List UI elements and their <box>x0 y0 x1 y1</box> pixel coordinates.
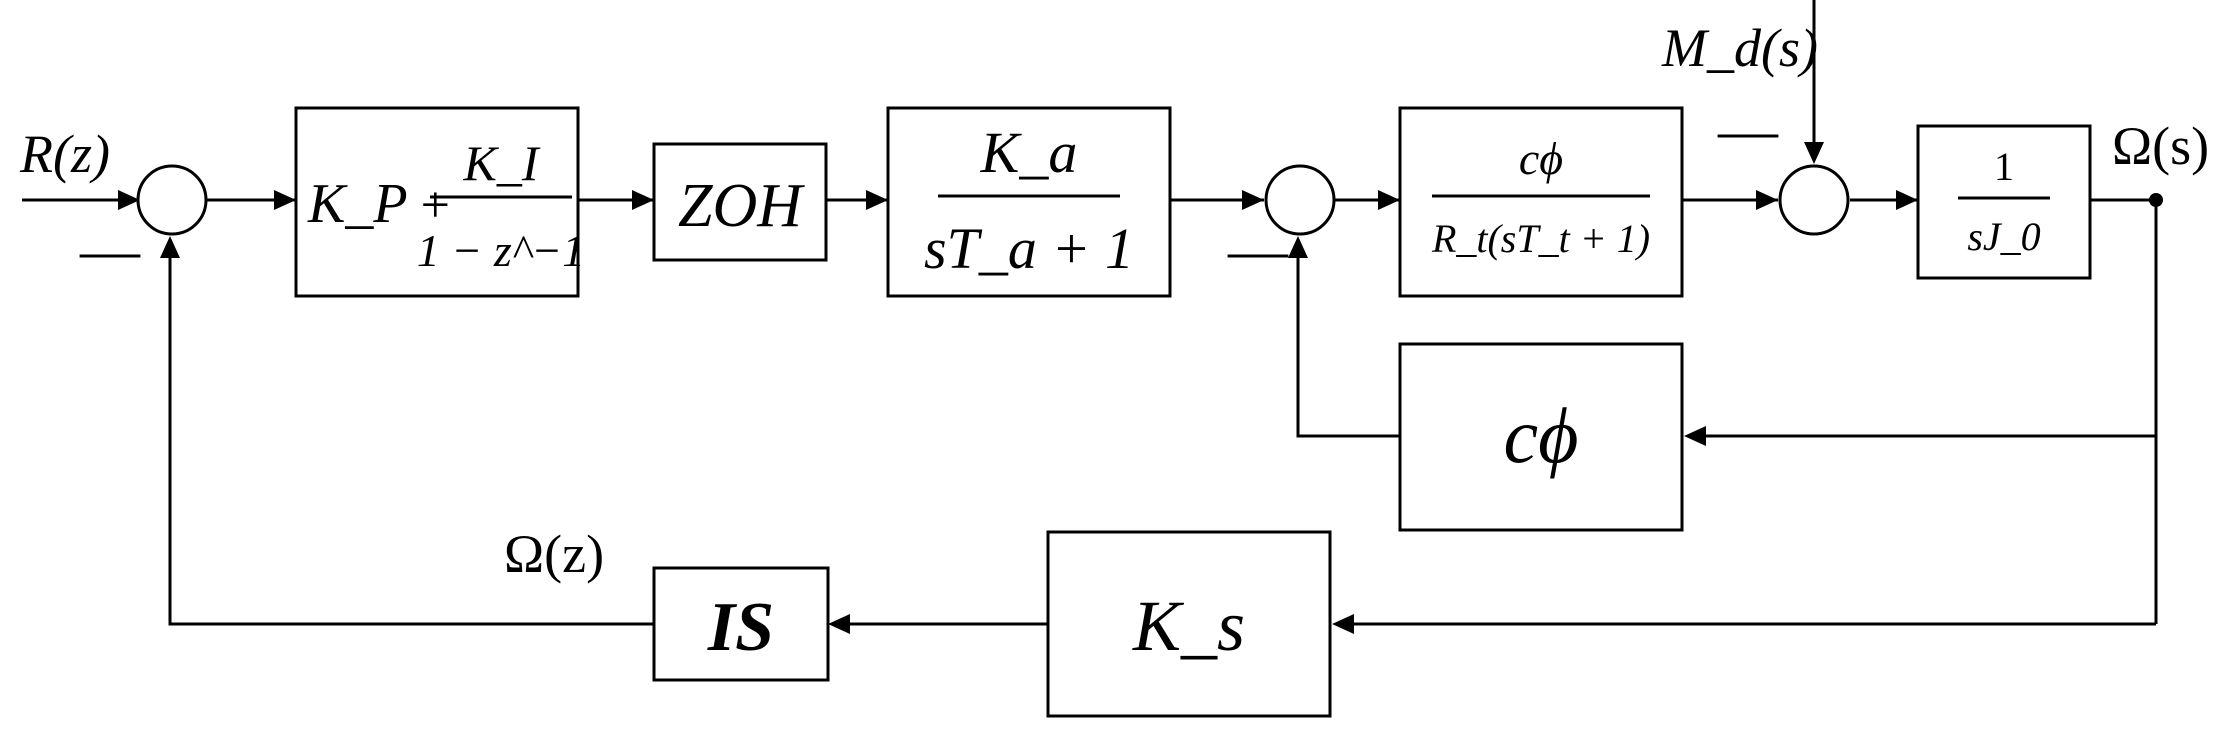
arrow-backemf <box>1684 426 1706 446</box>
wire-is-sum1 <box>168 250 654 626</box>
inertia-numerator: 1 <box>1994 144 2014 189</box>
minus-sign-3: — <box>1717 97 1779 163</box>
arrow-amp <box>866 190 888 210</box>
arrow-sum2-fb <box>1288 236 1308 258</box>
arrow-motor <box>1378 190 1400 210</box>
sampled-signal-label: Ω(z) <box>504 524 604 584</box>
sum-junction-2 <box>1264 164 1336 236</box>
svg-text:K_P +: K_P + <box>307 173 450 235</box>
arrow-pi <box>274 190 296 210</box>
sum-junction-3 <box>1778 164 1850 236</box>
wire-backemf-sum2 <box>1296 250 1400 438</box>
pi-controller-block: K_P + K_I 1 − z^−1 <box>294 106 585 298</box>
wires <box>22 0 2158 634</box>
sum-junction-1 <box>136 164 208 236</box>
zoh-block: ZOH <box>652 142 828 262</box>
pi-ki-label: K_I <box>463 135 541 191</box>
minus-sign-2: — <box>1227 217 1289 283</box>
backemf-label: cϕ <box>1504 392 1579 479</box>
sensor-block: K_s <box>1046 530 1332 718</box>
minus-sign-1: — <box>79 217 141 283</box>
is-label: IS <box>707 589 774 666</box>
amplifier-denominator: sT_a + 1 <box>924 216 1134 281</box>
pi-denominator-label: 1 − z^−1 <box>417 225 585 276</box>
amplifier-block: K_a sT_a + 1 <box>886 106 1172 298</box>
input-signal-label: R(z) <box>19 124 110 184</box>
arrow-is <box>828 614 850 634</box>
arrow-sum3 <box>1756 190 1778 210</box>
output-junction-dot <box>2149 193 2163 207</box>
arrow-sensor <box>1332 614 1354 634</box>
disturbance-signal-label: M_d(s) <box>1661 18 1818 78</box>
arrow-input <box>118 190 140 210</box>
zoh-label: ZOH <box>678 172 805 240</box>
arrow-sum2 <box>1242 190 1264 210</box>
arrow-zoh <box>632 190 654 210</box>
motor-block: cϕ R_t(sT_t + 1) <box>1398 106 1684 298</box>
arrow-disturbance <box>1804 142 1824 164</box>
amplifier-numerator: K_a <box>980 120 1078 185</box>
inertia-block: 1 sJ_0 <box>1916 124 2092 280</box>
is-block: IS <box>652 566 830 682</box>
inertia-denominator: sJ_0 <box>1967 214 2040 259</box>
arrow-inertia <box>1896 190 1918 210</box>
motor-denominator: R_t(sT_t + 1) <box>1431 216 1650 261</box>
motor-numerator: cϕ <box>1519 133 1563 184</box>
output-signal-label: Ω(s) <box>2112 116 2209 176</box>
sensor-label: K_s <box>1132 586 1245 666</box>
pi-kp-label: K_P <box>307 173 408 235</box>
backemf-block: cϕ <box>1398 342 1684 532</box>
arrow-sum1-fb <box>160 236 180 258</box>
